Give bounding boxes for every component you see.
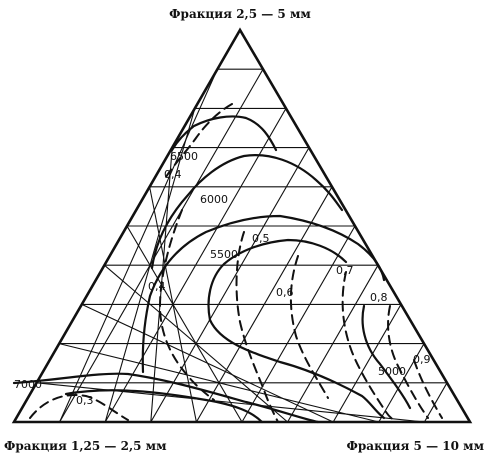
top-vertex-label: Фракция 2,5 — 5 мм	[169, 7, 311, 21]
isoline-6500	[170, 115, 278, 152]
solid-isolines	[12, 115, 412, 424]
dashed-isoline-labels: 0,4 0,5 0,4 0,3 0,6 0,7 0,8 0,9	[76, 168, 431, 407]
label-0-3: 0,3	[76, 394, 94, 407]
grid-line-left-parallel	[423, 382, 448, 423]
isoline-5500	[141, 214, 386, 374]
isoline-6000	[150, 154, 344, 270]
triangle-frame	[11, 27, 473, 424]
label-0-4-top: 0,4	[164, 168, 182, 181]
label-6000: 6000	[200, 193, 228, 206]
label-0-7: 0,7	[336, 264, 354, 277]
isoline-7000	[12, 372, 320, 424]
label-0-8: 0,8	[370, 291, 388, 304]
grid-line-right-parallel	[126, 225, 243, 423]
grid-line-right-parallel	[36, 382, 425, 423]
solid-isoline-labels: 6500 6000 5500 5000 7000	[14, 150, 406, 391]
isoline-bottom	[64, 389, 264, 424]
isoline-dashed-0-3	[29, 394, 129, 421]
label-5000: 5000	[378, 365, 406, 378]
isoline-dashed-0-4-left	[158, 209, 215, 401]
grid-line-right-parallel	[81, 303, 334, 423]
label-0-5: 0,5	[252, 232, 270, 245]
label-7000: 7000	[14, 378, 42, 391]
isoline-5000-right	[208, 318, 386, 420]
grid-line-left-parallel	[241, 225, 356, 423]
grid-line-left-parallel	[150, 147, 310, 423]
isoline-dashed-0-6	[289, 255, 329, 399]
isoline-inner-right	[361, 304, 412, 410]
bottom-right-vertex-label: Фракция 5 — 10 мм	[347, 439, 485, 453]
dashed-isolines	[29, 103, 443, 423]
label-0-4-left: 0,4	[148, 280, 166, 293]
isoline-dashed-0-8	[387, 305, 429, 419]
isoline-dashed-0-9	[413, 359, 443, 419]
isoline-dashed-0-4-top	[163, 103, 233, 181]
isoline-5000-left	[207, 238, 348, 322]
label-0-6: 0,6	[276, 286, 294, 299]
bottom-left-vertex-label: Фракция 1,25 — 2,5 мм	[4, 439, 167, 453]
grid-line-left-parallel	[332, 304, 402, 423]
label-5500: 5500	[210, 248, 238, 261]
triangle-grid	[36, 68, 448, 423]
label-0-9: 0,9	[413, 353, 431, 366]
isoline-dashed-0-5	[235, 231, 279, 423]
isoline-dashed-0-7	[341, 271, 397, 423]
label-6500: 6500	[170, 150, 198, 163]
